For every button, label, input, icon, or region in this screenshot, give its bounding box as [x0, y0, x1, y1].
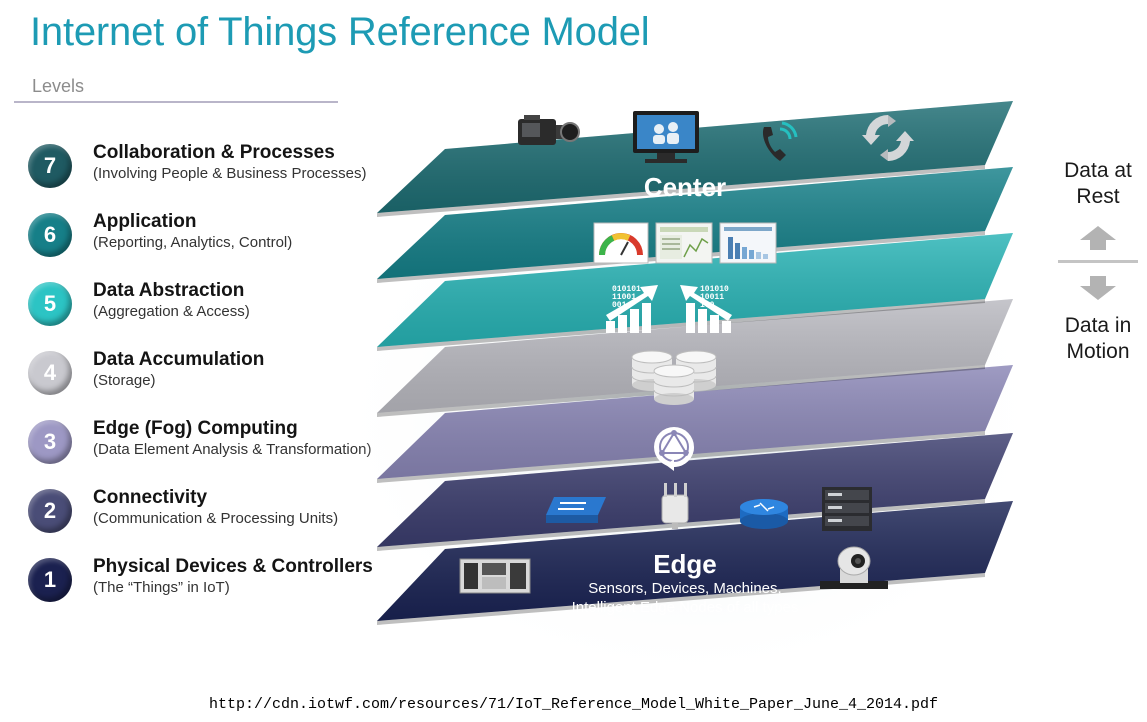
level-item: 6 Application (Reporting, Analytics, Contr…: [28, 209, 408, 261]
level-description: (Communication & Processing Units): [93, 510, 339, 527]
bar-report-icon: [719, 222, 777, 264]
levels-heading: Levels: [32, 76, 85, 96]
level-item: 7 Collaboration & Processes (Involving Peo…: [28, 140, 408, 192]
phone-icon: [762, 121, 798, 161]
direction-arrows: [1058, 226, 1138, 300]
sync-icon: [862, 114, 914, 162]
level-name: Physical Devices & Controllers: [93, 556, 373, 577]
level-name: Edge (Fog) Computing: [93, 418, 298, 439]
level-number-badge: 6: [28, 213, 72, 257]
level-description: (Reporting, Analytics, Control): [93, 234, 293, 251]
source-url: http://cdn.iotwf.com/resources/71/IoT_Re…: [208, 696, 939, 713]
center-label: Center: [644, 172, 726, 202]
level-item: 1 Physical Devices & Controllers (The “Thi…: [28, 554, 408, 606]
binary-right-line-2: 10011: [700, 293, 724, 302]
level-number-badge: 2: [28, 489, 72, 533]
level-number-badge: 4: [28, 351, 72, 395]
page-title: Internet of Things Reference Model: [30, 10, 650, 54]
router-icon: [740, 499, 788, 529]
level-item: 3 Edge (Fog) Computing (Data Element Analy…: [28, 416, 408, 468]
data-in-motion-label: Data in Motion: [1048, 313, 1147, 365]
levels-divider: [14, 101, 338, 103]
binary-left-line-1: 010101: [612, 285, 641, 294]
video-camera-icon: [518, 115, 580, 145]
level-item: 5 Data Abstraction (Aggregation & Access): [28, 278, 408, 330]
data-down-icon: 101010 10011 100: [680, 285, 732, 333]
edge-sub-line-1: Sensors, Devices, Machines,: [588, 580, 781, 597]
ptz-camera-icon: [820, 546, 888, 589]
switch-icon: [546, 497, 606, 523]
data-at-rest-line-2: Rest: [1076, 185, 1120, 208]
level-item: 2 Connectivity (Communication & Processing…: [28, 485, 408, 537]
edge-label: Edge: [653, 549, 717, 579]
level-name: Collaboration & Processes: [93, 142, 335, 163]
level-number-badge: 3: [28, 420, 72, 464]
down-arrow-icon: [1080, 276, 1116, 300]
data-in-motion-line-1: Data in: [1064, 314, 1132, 337]
edge-sub-line-2: Intelligent Edge Nodes of all types: [572, 599, 799, 616]
up-arrow-icon: [1080, 226, 1116, 250]
layer-7: [377, 101, 1013, 217]
data-up-icon: 010101 11001 001: [606, 285, 658, 333]
data-at-rest-line-1: Data at: [1064, 159, 1132, 182]
controller-icon: [459, 558, 531, 594]
binary-left-line-3: 001: [612, 301, 627, 310]
level-description: (Involving People & Business Processes): [93, 165, 367, 182]
level-description: (Storage): [93, 372, 156, 389]
data-in-motion-line-2: Motion: [1066, 340, 1130, 363]
binary-left-line-2: 11001: [612, 293, 636, 302]
layer-stack-diagram: Edge Sensors, Devices, Machines, Intelli…: [360, 101, 1020, 665]
server-rack-icon: [822, 487, 872, 531]
arrows-divider: [1058, 260, 1138, 263]
level-description: (Aggregation & Access): [93, 303, 250, 320]
data-at-rest-label: Data at Rest: [1048, 158, 1147, 210]
level-name: Data Accumulation: [93, 349, 265, 370]
dashboard-icon: [655, 222, 713, 264]
access-point-icon: [661, 483, 689, 529]
level-description: (Data Element Analysis & Transformation): [93, 441, 372, 458]
level-number-badge: 5: [28, 282, 72, 326]
level-name: Connectivity: [93, 487, 208, 508]
level-name: Data Abstraction: [93, 280, 245, 301]
level-description: (The “Things” in IoT): [93, 579, 230, 596]
level-item: 4 Data Accumulation (Storage): [28, 347, 408, 399]
database-icon: [631, 350, 717, 405]
fog-compute-icon: [654, 427, 694, 471]
gauge-icon: [593, 222, 649, 264]
level-name: Application: [93, 211, 197, 232]
level-number-badge: 1: [28, 558, 72, 602]
level-number-badge: 7: [28, 144, 72, 188]
monitor-icon: [633, 111, 699, 163]
binary-right-line-1: 101010: [700, 285, 729, 294]
